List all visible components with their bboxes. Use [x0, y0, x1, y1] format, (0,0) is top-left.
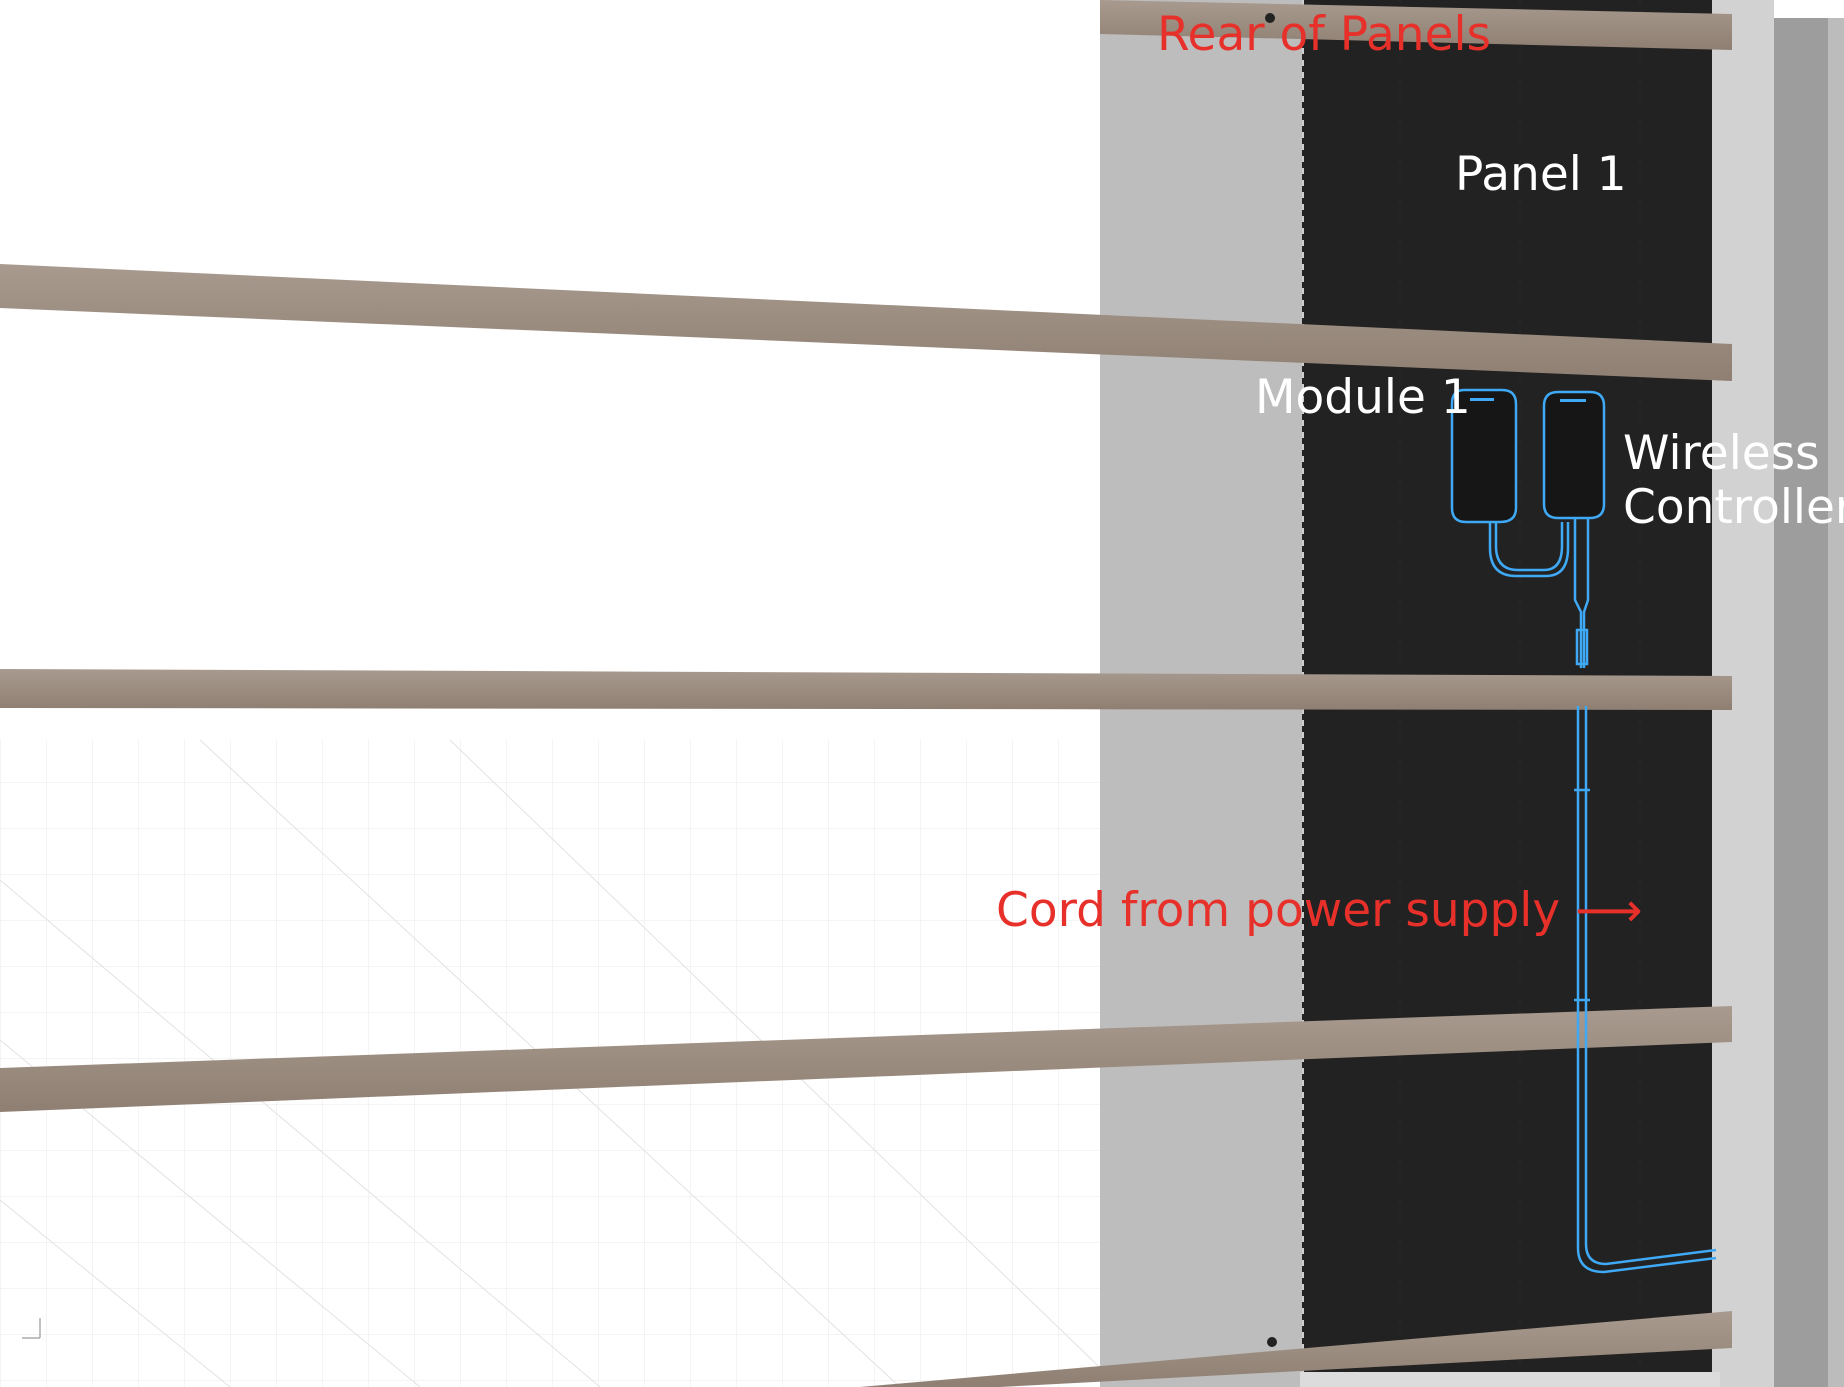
panel-1-label: Panel 1: [1455, 147, 1627, 202]
wireless-controller-label: Wireless Controller: [1623, 426, 1844, 536]
inline-connector: [1575, 628, 1589, 666]
fastener-dot: [1265, 13, 1275, 23]
controller-drop-cord: [1573, 518, 1590, 668]
batten-5: [860, 1311, 1732, 1387]
wireless-label-line-1: Wireless: [1623, 426, 1820, 481]
batten-3: [0, 669, 1732, 710]
batten-1: [1100, 0, 1732, 50]
right-post: [1774, 18, 1828, 1387]
batten-2: [0, 264, 1732, 381]
floor-strip: [1300, 1372, 1720, 1387]
connector-cable: [1488, 522, 1570, 578]
power-cord: [1576, 706, 1717, 1274]
wireless-controller-device: [1542, 390, 1606, 520]
module-1-label: Module 1: [1255, 370, 1471, 425]
controller-indicator: [1560, 399, 1586, 402]
axis-indicator-icon: [22, 1318, 41, 1339]
fastener-dot: [1267, 1337, 1277, 1347]
module-1-indicator: [1470, 398, 1494, 401]
cord-label-text: Cord from power supply: [996, 883, 1561, 938]
batten-4: [0, 1006, 1732, 1112]
module-1-device: [1450, 388, 1518, 524]
battens: [0, 0, 1732, 1387]
cord-from-power-supply-label: Cord from power supply ⟶: [996, 886, 1643, 935]
right-post-shadow: [1828, 18, 1844, 1387]
arrow-right-icon: ⟶: [1575, 883, 1643, 938]
panel-texture: [1399, 0, 1641, 1387]
wiring-diagram: [1450, 388, 1717, 1274]
wireless-label-line-2: Controller: [1623, 480, 1844, 536]
rear-of-panels-label: Rear of Panels: [1157, 7, 1492, 62]
